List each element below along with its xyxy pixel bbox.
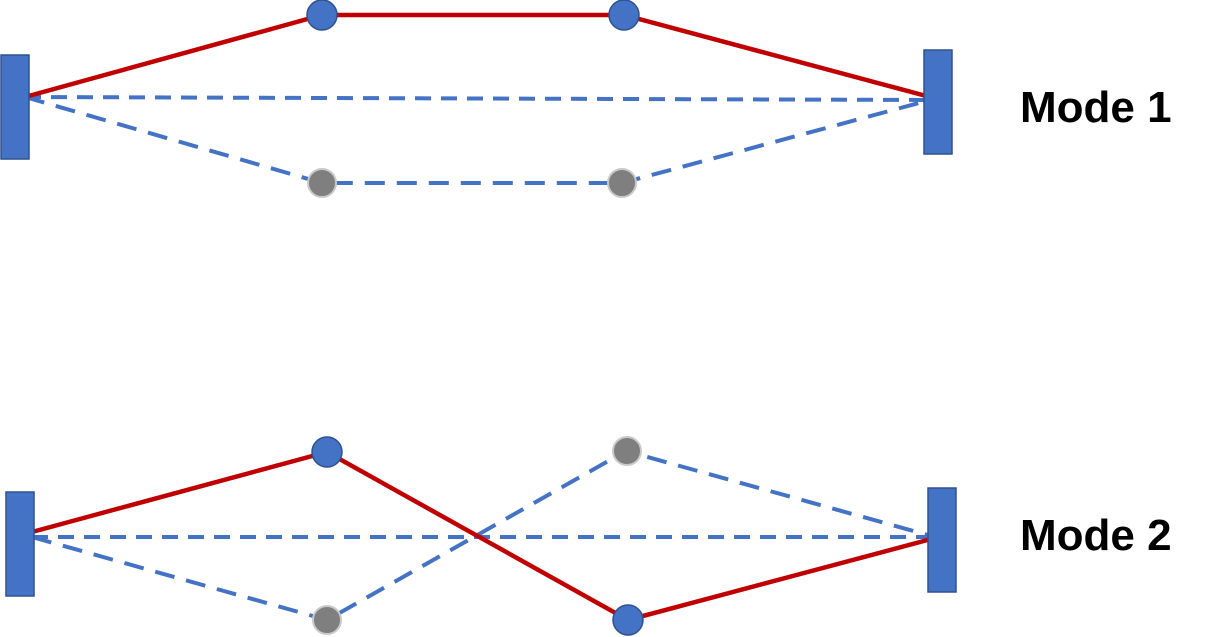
mode-2-ghost-mass-1 [312, 605, 342, 635]
mode-1-ghost-mass-2 [607, 168, 637, 198]
mode-1-mass-2 [608, 0, 640, 31]
mode-1-right-wall [923, 49, 953, 155]
mode-2-opposite-phase-string [31, 448, 936, 623]
mode-1-left-wall [0, 54, 30, 160]
mode-1-mass-1 [306, 0, 338, 31]
mode-1-label: Mode 1 [1020, 83, 1172, 132]
mode-2-mass-2 [612, 604, 644, 636]
mode-1-ghost-mass-1 [307, 168, 337, 198]
mode-2-group: Mode 2 [5, 436, 1172, 636]
mode-2-right-wall [927, 487, 957, 593]
mode-1-string [24, 12, 931, 100]
mode-2-label: Mode 2 [1020, 511, 1172, 560]
mode-1-group: Mode 1 [0, 0, 1172, 198]
mode-2-string [31, 449, 936, 623]
mode-1-equilibrium-line [24, 95, 931, 102]
mode-1-opposite-phase-string [24, 95, 931, 185]
mode-2-ghost-mass-2 [612, 436, 642, 466]
mode-2-mass-1 [311, 436, 343, 468]
mode-2-left-wall [5, 491, 35, 597]
